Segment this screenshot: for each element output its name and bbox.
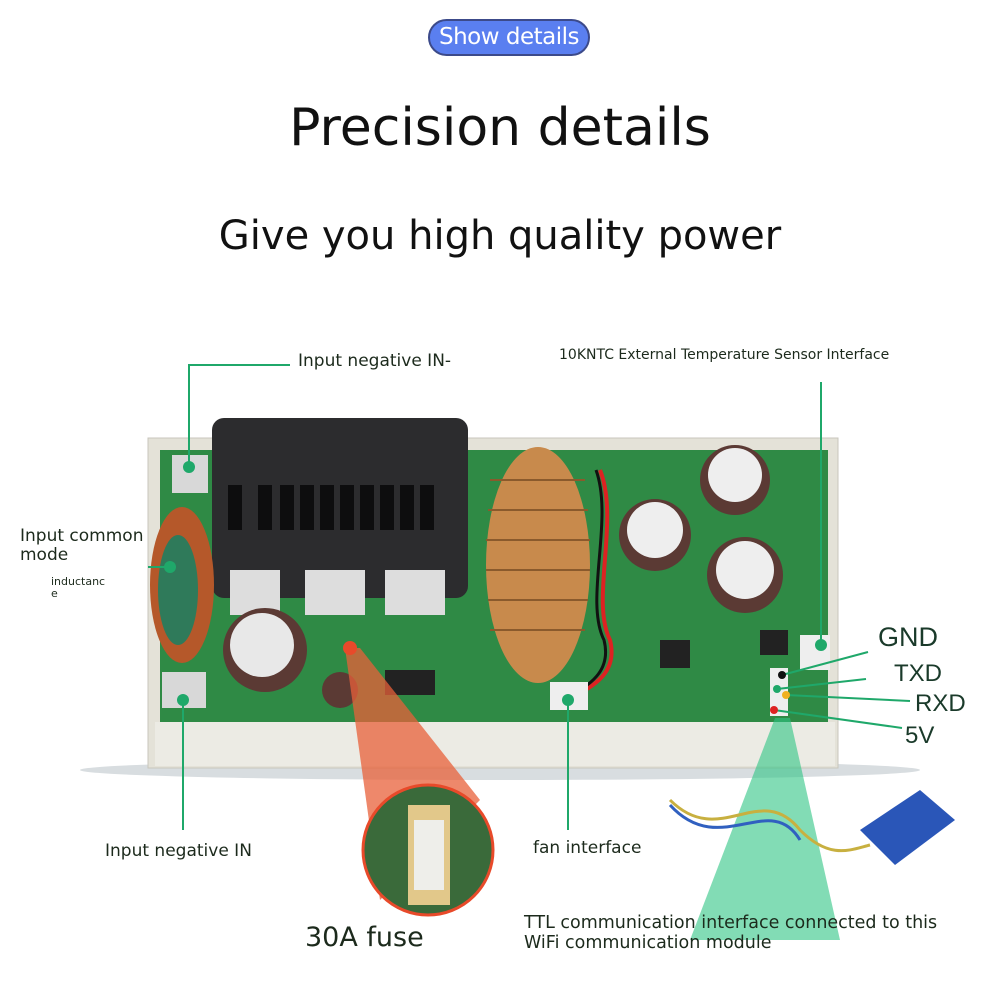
enclosure-front [155,722,835,766]
pin-txd: TXD [894,660,942,687]
wifi-module [860,790,955,865]
show-details-button[interactable]: Show details [428,19,590,56]
callout-fuse: 30A fuse [305,922,424,953]
ttl-highlight [690,718,840,940]
ntc-connector [800,635,830,670]
callout-common-mode-line1: Input common [20,526,144,546]
toroid-inductor [486,447,590,683]
callout-input-negative-bottom: Input negative IN [105,841,252,861]
heatsink-fins [228,485,434,530]
callout-inductance-line2: e [51,587,58,600]
page-subtitle: Give you high quality power [218,213,782,259]
callout-inductance-line1: inductanc [51,575,106,588]
callout-fan: fan interface [533,838,642,858]
page-title: Precision details [289,98,711,158]
cable [668,798,871,853]
pin-gnd: GND [878,622,938,652]
transistors [230,570,445,615]
pin-5v: 5V [905,722,935,749]
callout-ttl-line2: WiFi communication module [524,933,772,953]
callout-ttl-line1: TTL communication interface connected to… [524,913,938,933]
callout-common-mode-line2: mode [20,545,69,565]
pin-rxd: RXD [915,690,966,717]
callout-ntc: 10KNTC External Temperature Sensor Inter… [559,347,890,363]
callout-input-negative-top: Input negative IN- [298,351,452,371]
